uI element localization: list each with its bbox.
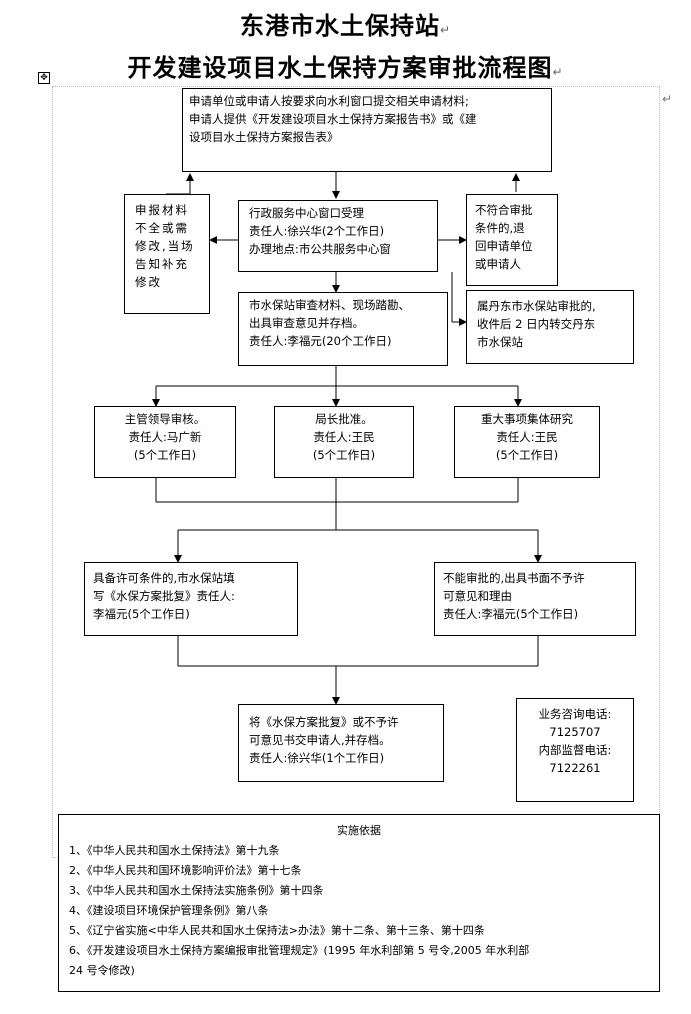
box-incomplete-materials: 申报材料不全或需修改,当场告知补充修改 xyxy=(124,194,210,314)
box-window-acceptance: 行政服务中心窗口受理责任人:徐兴华(2个工作日)办理地点:市公共服务中心窗 xyxy=(238,200,438,272)
basis-item: 4、《建设项目环境保护管理条例》第八条 xyxy=(69,904,269,917)
box-dandong-transfer: 属丹东市水保站审批的,收件后 2 日内转交丹东市水保站 xyxy=(466,290,634,364)
box-deliver-to-applicant: 将《水保方案批复》或不予许可意见书交申请人,并存档。责任人:徐兴华(1个工作日) xyxy=(238,704,444,782)
box-submit-materials: 申请单位或申请人按要求向水利窗口提交相关申请材料;申请人提供《开发建设项目水土保… xyxy=(182,88,552,172)
box-denial-issued: 不能审批的,出具书面不予许可意见和理由责任人:李福元(5个工作日) xyxy=(434,562,636,636)
page-subtitle: 开发建设项目水土保持方案审批流程图↵ xyxy=(127,54,564,82)
box-return-applicant: 不符合审批条件的,退回申请单位或申请人 xyxy=(466,194,558,286)
basis-heading: 实施依据 xyxy=(337,824,381,837)
box-approval-issued: 具备许可条件的,市水保站填写《水保方案批复》责任人:李福元(5个工作日) xyxy=(84,562,298,636)
basis-item: 1、《中华人民共和国水土保持法》第十九条 xyxy=(69,844,280,857)
table-move-handle-icon[interactable]: ✥ xyxy=(38,72,50,84)
basis-item: 3、《中华人民共和国水土保持法实施条例》第十四条 xyxy=(69,884,324,897)
box-major-matters: 重大事项集体研究责任人:王民(5个工作日) xyxy=(454,406,600,478)
box-station-review: 市水保站审查材料、现场踏勘、出具审查意见并存档。责任人:李福元(20个工作日) xyxy=(238,292,448,366)
implementation-basis: 实施依据 1、《中华人民共和国水土保持法》第十九条 2、《中华人民共和国环境影响… xyxy=(58,814,660,992)
box-director-approval: 局长批准。责任人:王民(5个工作日) xyxy=(274,406,414,478)
basis-item: 2、《中华人民共和国环境影响评价法》第十七条 xyxy=(69,864,302,877)
basis-item: 5、《辽宁省实施<中华人民共和国水土保持法>办法》第十二条、第十三条、第十四条 xyxy=(69,924,485,937)
basis-item: 24 号令修改) xyxy=(69,964,135,977)
paragraph-mark-icon: ↵ xyxy=(662,92,673,106)
page-title: 东港市水土保持站↵ xyxy=(239,12,452,40)
basis-item: 6、《开发建设项目水土保持方案编报审批管理规定》(1995 年水利部第 5 号令… xyxy=(69,944,530,957)
box-leader-review: 主管领导审核。责任人:马广新(5个工作日) xyxy=(94,406,236,478)
